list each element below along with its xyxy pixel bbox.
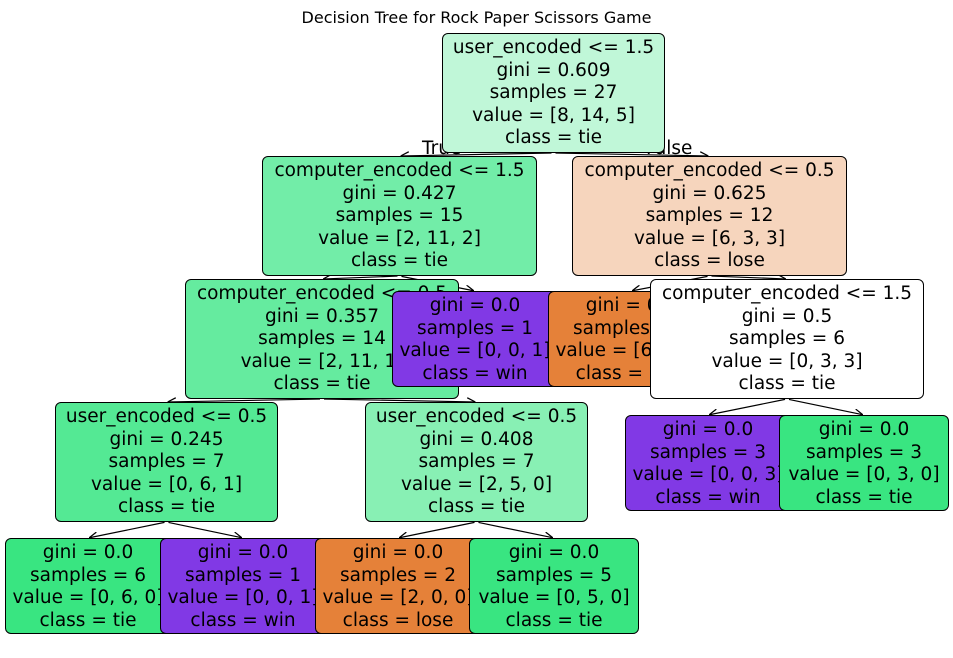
node-line: value = [2, 5, 0] <box>400 473 553 495</box>
node-line: class = tie <box>273 373 371 394</box>
node-line: computer_encoded <= 1.5 <box>274 160 525 181</box>
edge-n2-n3 <box>168 399 321 402</box>
node-line: user_encoded <= 0.5 <box>375 406 578 427</box>
edge-n2-n6 <box>323 399 475 402</box>
node-line: samples = 15 <box>335 205 464 226</box>
node-line: samples = 3 <box>650 441 766 463</box>
node-line: value = [0, 0, 1] <box>399 340 551 361</box>
node-line: samples = 3 <box>806 441 922 463</box>
node-line: value = [2, 0, 0] <box>322 587 474 608</box>
node-line: samples = 1 <box>185 564 301 586</box>
node-line: class = tie <box>738 373 836 394</box>
edge-n12-n14 <box>788 398 862 414</box>
edge-n6-n8 <box>478 521 552 537</box>
node-line: user_encoded <= 1.5 <box>452 37 655 58</box>
node-line: gini = 0.427 <box>342 182 457 204</box>
node-line: class = win <box>190 609 296 631</box>
edge-n3-n5 <box>168 521 241 537</box>
node-line: samples = 1 <box>417 317 533 339</box>
edge-n6-n7 <box>400 521 475 537</box>
node-line: gini = 0.0 <box>508 542 600 563</box>
node-line: class = tie <box>351 250 448 271</box>
node-line: gini = 0.245 <box>109 428 224 450</box>
node-line: value = [2, 11, 2] <box>318 227 481 249</box>
diagram-title: Decision Tree for Rock Paper Scissors Ga… <box>301 8 652 27</box>
node-line: class = tie <box>815 486 913 508</box>
node-line: gini = 0.0 <box>197 542 289 563</box>
node-line: gini = 0.357 <box>265 305 379 327</box>
node-line: value = [0, 6, 1] <box>90 473 243 495</box>
node-line: value = [0, 3, 3] <box>711 350 863 372</box>
node-line: value = [0, 0, 3] <box>632 464 784 485</box>
node-line: class = tie <box>505 127 602 148</box>
node-line: samples = 6 <box>30 564 146 586</box>
node-line: class = tie <box>428 496 525 517</box>
node-line: class = win <box>655 486 761 508</box>
node-line: value = [8, 14, 5] <box>472 104 635 126</box>
node-line: samples = 27 <box>489 82 618 103</box>
node-line: samples = 12 <box>645 205 774 226</box>
node-line: gini = 0.0 <box>352 542 444 563</box>
node-line: class = tie <box>118 496 215 517</box>
node-line: samples = 5 <box>496 564 612 586</box>
node-line: class = lose <box>342 609 454 631</box>
node-line: class = tie <box>39 609 137 631</box>
node-line: computer_encoded <= 0.5 <box>584 160 835 181</box>
node-line: value = [2, 11, 1] <box>240 350 404 372</box>
edge-n10-n12 <box>711 276 785 279</box>
edge-n12-n13 <box>710 398 786 414</box>
node-line: value = [6, 3, 3] <box>633 227 786 249</box>
node-line: value = [0, 0, 1] <box>167 587 319 608</box>
edge-n0-n1 <box>401 153 552 156</box>
node-line: gini = 0.625 <box>652 182 767 204</box>
node-line: gini = 0.0 <box>662 419 754 440</box>
node-line: value = [0, 6, 0] <box>12 587 164 608</box>
node-line: samples = 7 <box>108 451 225 472</box>
node-line: gini = 0.0 <box>818 419 910 440</box>
node-line: gini = 0.609 <box>496 59 611 81</box>
node-line: samples = 7 <box>418 451 535 472</box>
node-line: gini = 0.408 <box>419 428 534 450</box>
node-line: computer_encoded <= 0.5 <box>196 283 448 304</box>
edge-n3-n4 <box>90 521 165 537</box>
node-line: class = tie <box>505 609 603 631</box>
node-line: value = [0, 5, 0] <box>478 587 630 608</box>
node-line: computer_encoded <= 1.5 <box>661 283 913 304</box>
node-line: gini = 0.0 <box>42 542 134 563</box>
node-line: samples = 2 <box>340 564 456 586</box>
node-line: gini = 0.5 <box>741 305 833 327</box>
edge-n1-n2 <box>324 276 398 279</box>
node-line: user_encoded <= 0.5 <box>65 406 268 427</box>
edge-n0-n10 <box>555 153 707 156</box>
node-line: class = lose <box>654 250 765 271</box>
node-line: samples = 14 <box>258 328 386 349</box>
node-line: gini = 0.0 <box>429 295 521 316</box>
node-line: value = [0, 3, 0] <box>788 464 940 485</box>
node-line: samples = 6 <box>729 328 845 349</box>
node-line: class = win <box>422 362 528 384</box>
